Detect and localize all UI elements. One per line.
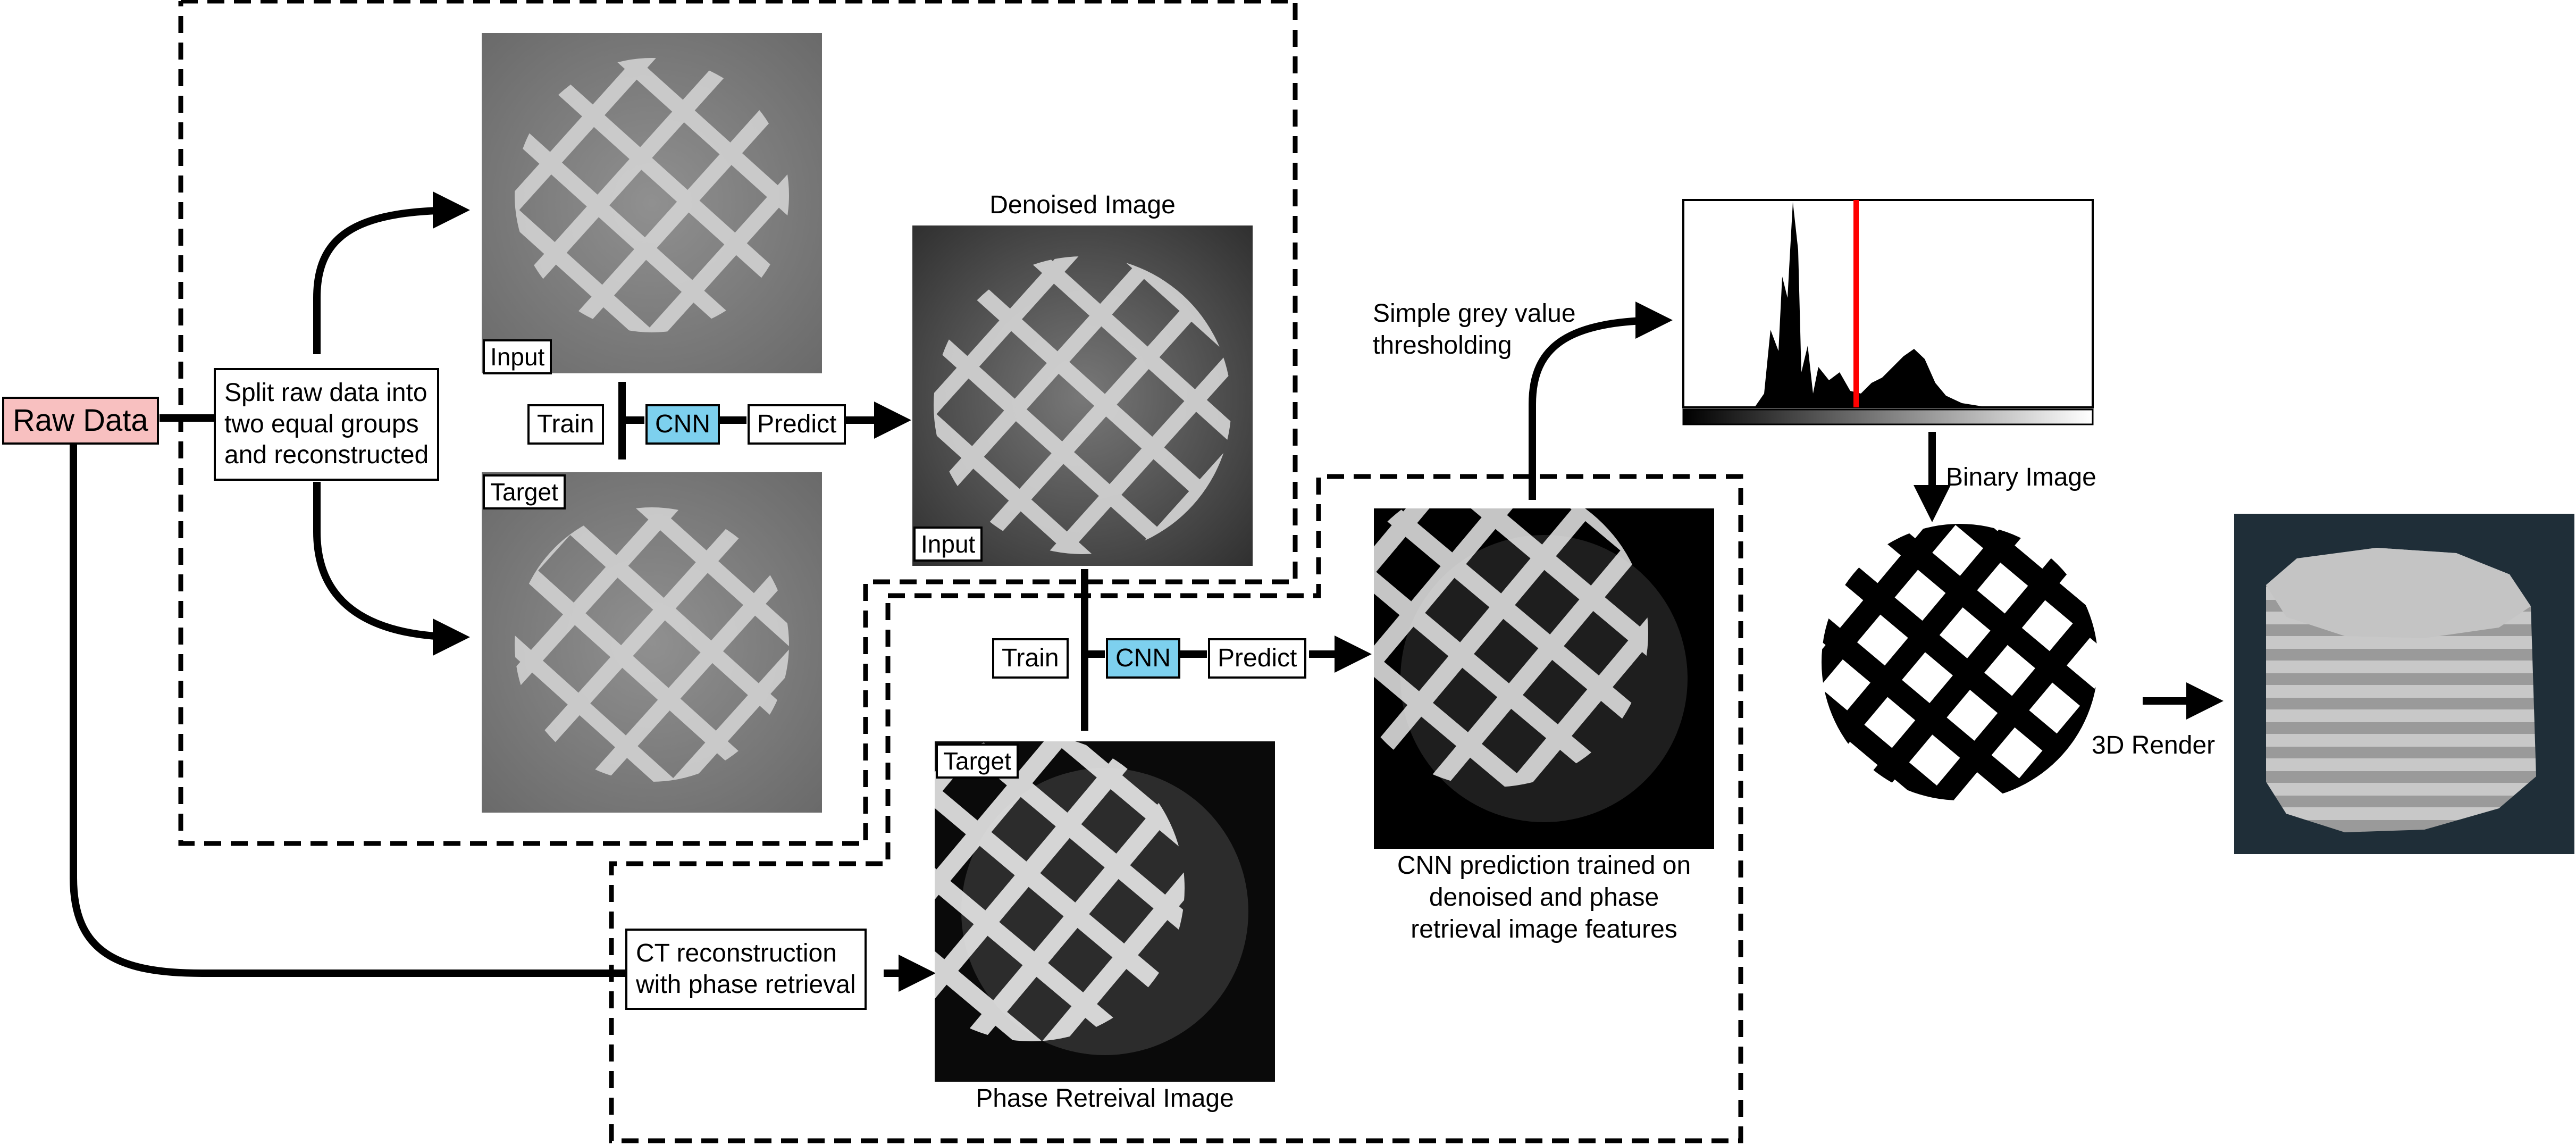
train-label-1: Train bbox=[527, 404, 604, 445]
ct-reconstruction-box: CT reconstruction with phase retrieval bbox=[625, 929, 867, 1010]
thresholding-caption: Simple grey value thresholding bbox=[1373, 299, 1576, 360]
connector-lines bbox=[70, 191, 2223, 992]
denoising-group-boundary bbox=[178, 0, 1298, 846]
phase-retrieval-image bbox=[935, 741, 1275, 1082]
render-3d-caption: 3D Render bbox=[2092, 731, 2216, 759]
grey-value-bar bbox=[1682, 408, 2094, 425]
train-label-2: Train bbox=[992, 638, 1069, 679]
raw-data-node: Raw Data bbox=[2, 397, 159, 445]
phase-retrieval-caption: Phase Retreival Image bbox=[976, 1084, 1234, 1113]
denoised-image bbox=[912, 225, 1253, 566]
threshold-marker bbox=[1853, 200, 1859, 407]
render-3d-image bbox=[2234, 514, 2574, 854]
binary-image-caption: Binary Image bbox=[1946, 463, 2096, 491]
predict-label-2: Predict bbox=[1208, 638, 1307, 679]
binary-image bbox=[1822, 524, 2098, 800]
phase-group-boundary bbox=[609, 474, 1743, 1143]
cnn-box-1: CNN bbox=[645, 404, 720, 445]
cnn-prediction-caption: CNN prediction trained on denoised and p… bbox=[1397, 851, 1691, 943]
predict-label-1: Predict bbox=[748, 404, 846, 445]
input-label-top: Input bbox=[483, 339, 552, 374]
cnn-box-2: CNN bbox=[1106, 638, 1180, 679]
target-image-top bbox=[482, 472, 822, 813]
input-label-denoised: Input bbox=[913, 526, 983, 562]
histogram-chart bbox=[1682, 199, 2094, 408]
input-image-top bbox=[482, 33, 822, 373]
denoised-image-caption: Denoised Image bbox=[989, 191, 1176, 219]
cnn-prediction-image bbox=[1374, 508, 1714, 849]
target-label-phase: Target bbox=[936, 743, 1019, 779]
split-step-box: Split raw data into two equal groups and… bbox=[214, 368, 440, 481]
target-label-top: Target bbox=[483, 474, 566, 509]
